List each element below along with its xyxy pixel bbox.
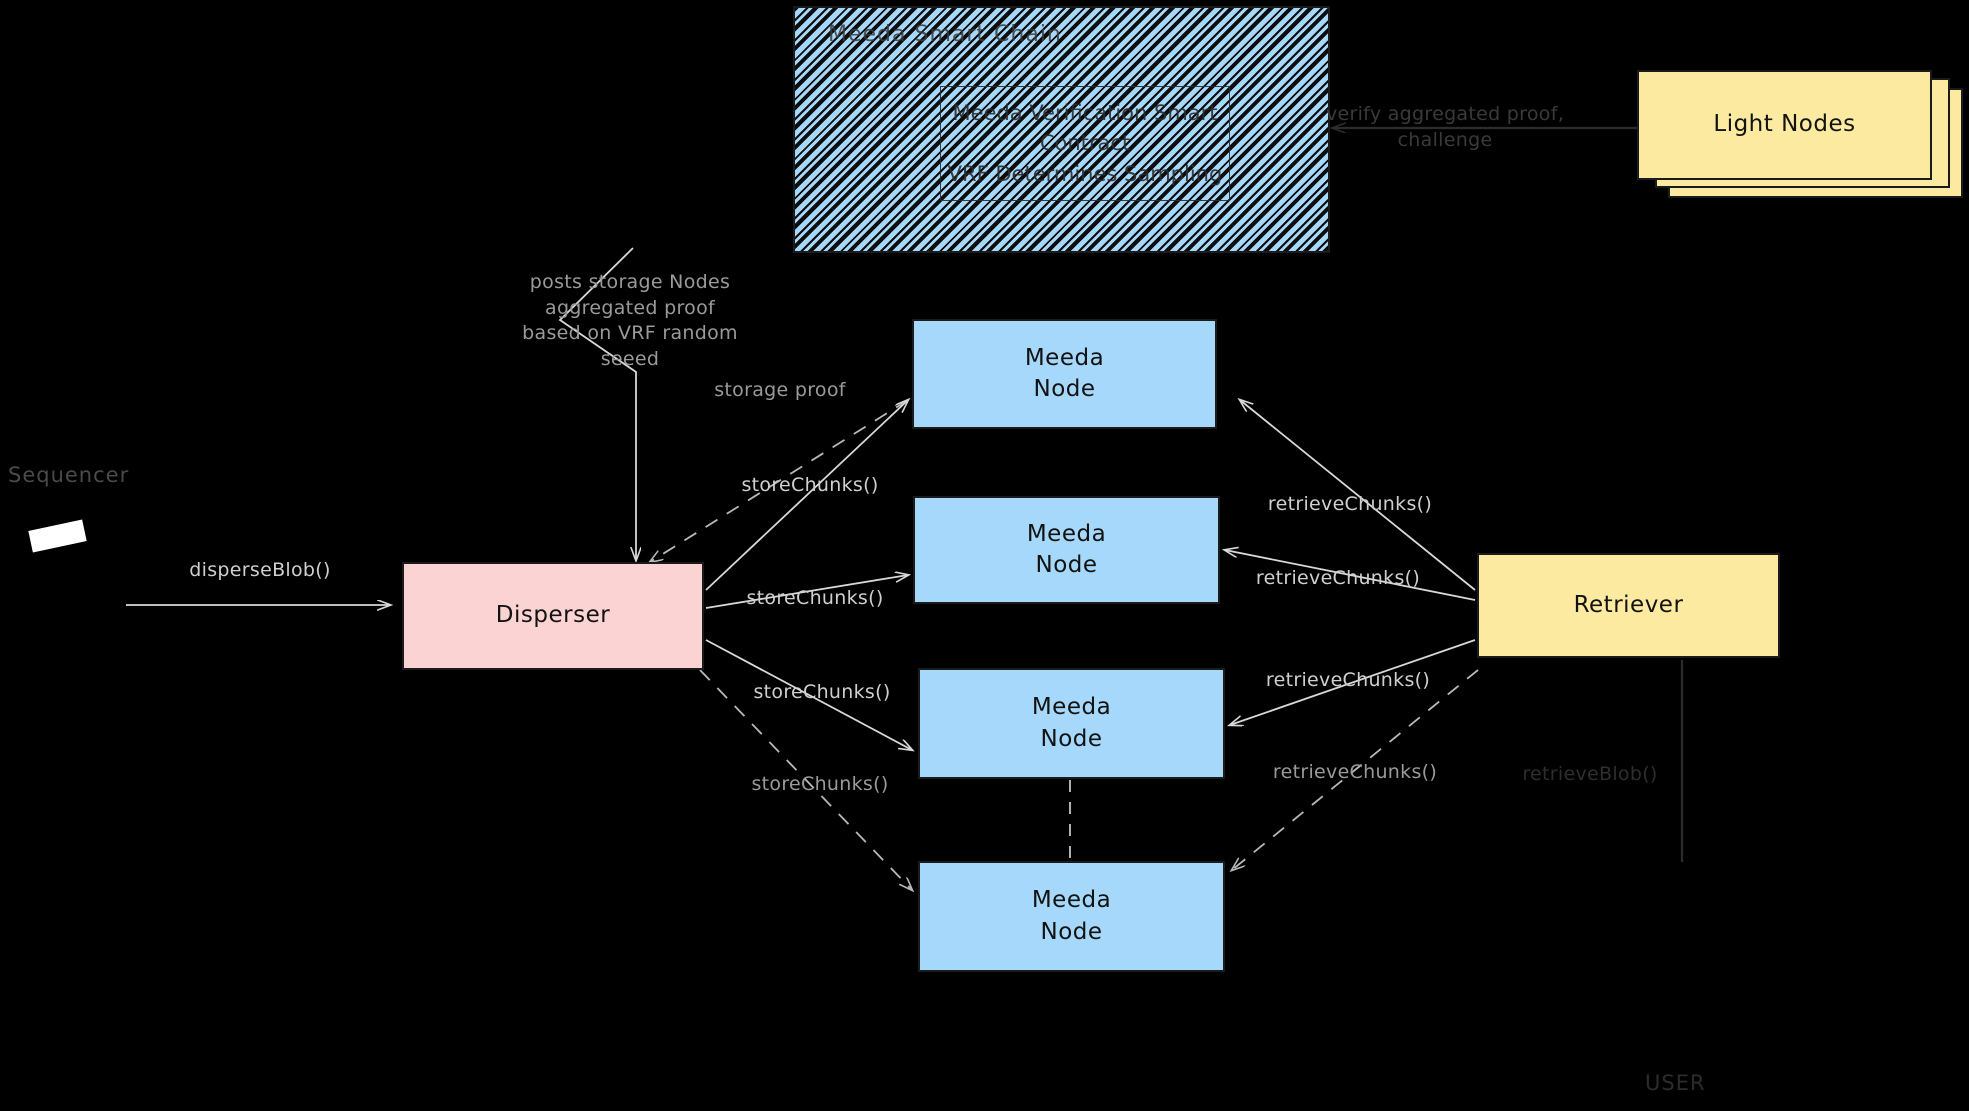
- edge-label-verify-proof: verify aggregated proof, challenge: [1325, 103, 1565, 151]
- edge-label-storage-proof: storage proof: [714, 379, 846, 401]
- meeda-smart-chain-box[interactable]: [793, 6, 1330, 253]
- meeda-node-4-label: Meeda Node: [1031, 887, 1112, 945]
- meeda-node-2-label: Meeda Node: [1026, 520, 1107, 578]
- light-nodes-label: Light Nodes: [1713, 111, 1856, 138]
- edge-label-retrieve-chunks-3: retrieveChunks(): [1265, 669, 1431, 691]
- retriever-label: Retriever: [1573, 591, 1684, 618]
- contract-line-2: Contract: [1039, 131, 1131, 156]
- user-label: USER: [1645, 1071, 1706, 1095]
- meeda-node-3[interactable]: Meeda Node: [918, 668, 1225, 779]
- contract-line-1: Meeda Verification Smart: [952, 100, 1218, 125]
- meeda-node-1[interactable]: Meeda Node: [912, 319, 1217, 429]
- edge-label-store-chunks-1: storeChunks(): [741, 474, 879, 496]
- edge-label-retrieve-chunks-1: retrieveChunks(): [1267, 493, 1433, 515]
- sequencer-chip: [28, 519, 87, 553]
- sequencer-label: Sequencer: [8, 463, 130, 487]
- edge-label-retrieve-chunks-2: retrieveChunks(): [1255, 567, 1421, 589]
- edge-label-disperse-blob: disperseBlob(): [189, 559, 331, 581]
- retriever-box[interactable]: Retriever: [1477, 553, 1780, 658]
- meeda-node-3-label: Meeda Node: [1031, 694, 1112, 752]
- meeda-verification-contract-box[interactable]: Meeda Verification Smart Contract VRF De…: [940, 86, 1230, 201]
- meeda-smart-chain-title: Meeda Smart Chain: [828, 22, 1062, 47]
- meeda-node-4[interactable]: Meeda Node: [918, 861, 1225, 972]
- contract-line-3: VRF Determines Sampling: [947, 161, 1223, 186]
- edge-label-posts-proof: posts storage Nodes aggregated proof bas…: [522, 271, 738, 370]
- edge-label-retrieve-chunks-4: retrieveChunks(): [1272, 761, 1438, 783]
- disperser-box[interactable]: Disperser: [402, 562, 704, 670]
- edge-label-retrieve-blob: retrieveBlob(): [1522, 763, 1658, 785]
- light-nodes-box[interactable]: Light Nodes: [1637, 70, 1932, 180]
- edge-label-store-chunks-3: storeChunks(): [753, 681, 891, 703]
- meeda-node-2[interactable]: Meeda Node: [913, 496, 1220, 604]
- meeda-node-1-label: Meeda Node: [1024, 344, 1105, 402]
- disperser-label: Disperser: [495, 602, 611, 629]
- edge-label-store-chunks-2: storeChunks(): [746, 587, 884, 609]
- edge-label-store-chunks-4: storeChunks(): [751, 773, 889, 795]
